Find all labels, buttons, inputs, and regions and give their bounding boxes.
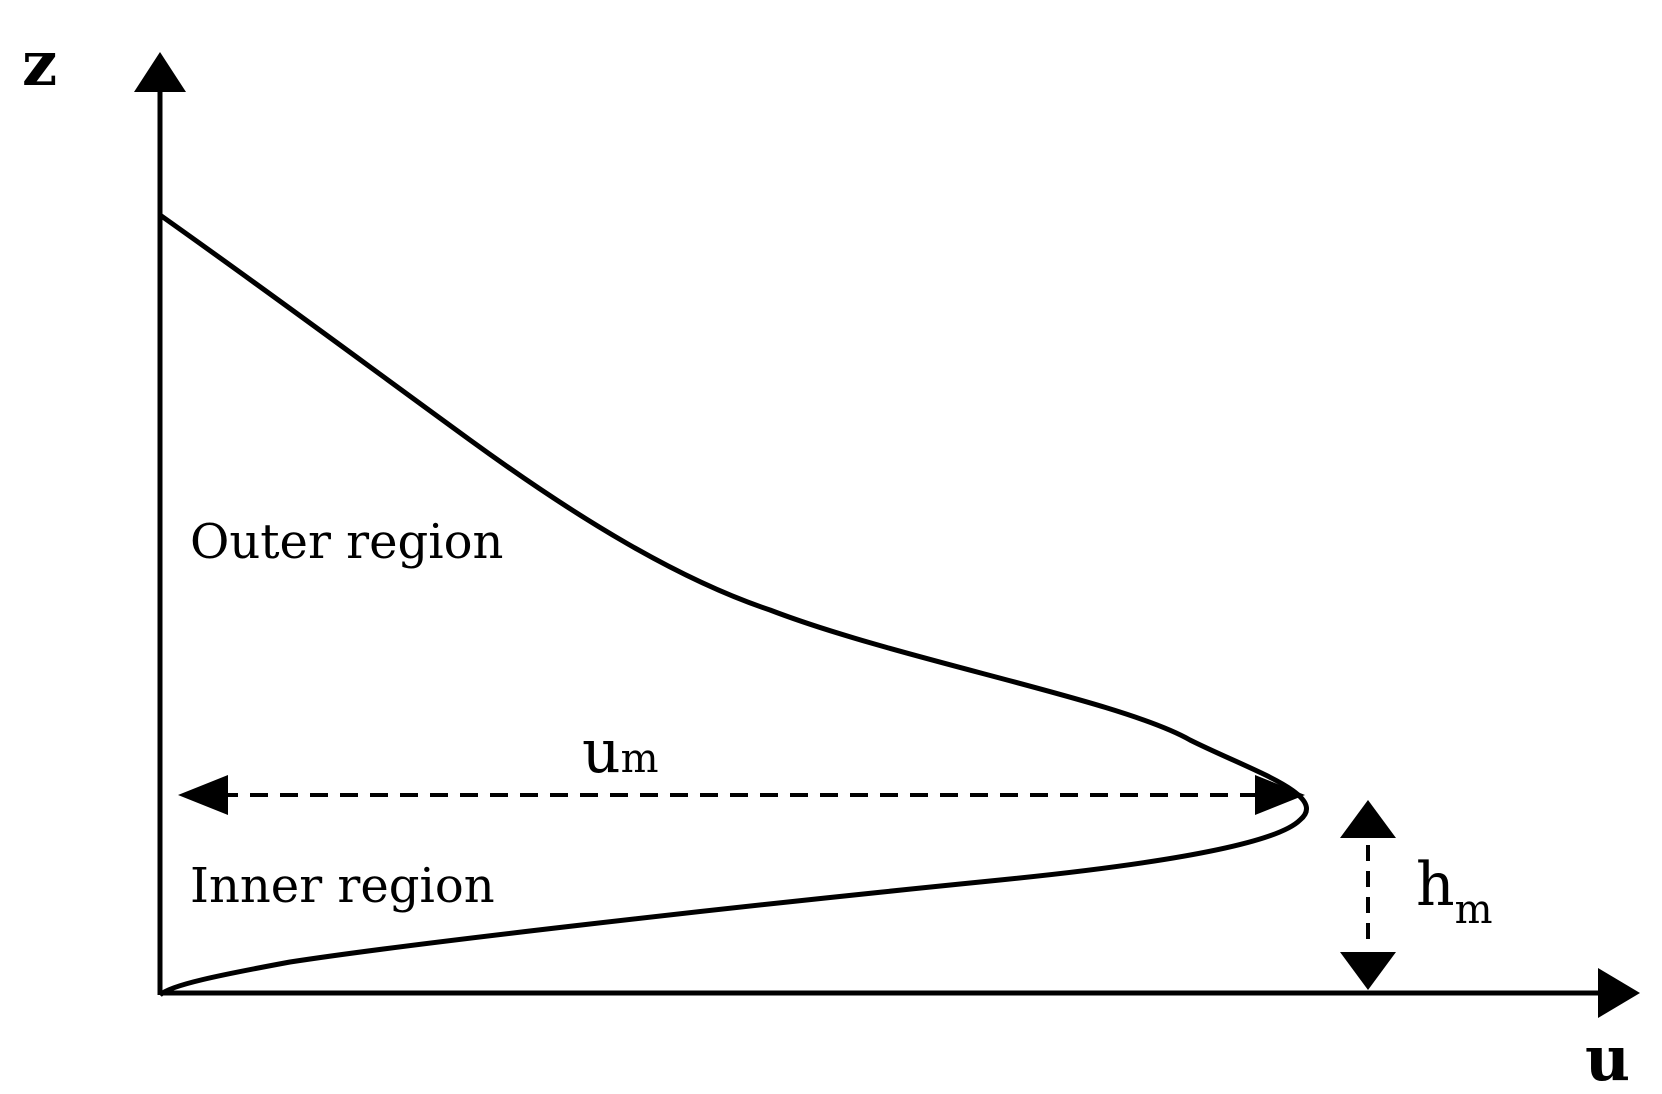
outer-region-label: Outer region (190, 514, 503, 570)
max-velocity-arrowhead-right (1255, 775, 1305, 815)
max-height-subscript: m (1455, 887, 1493, 933)
u-axis-label: u (1585, 1022, 1630, 1094)
z-axis-label: z (22, 27, 57, 100)
max-velocity-label: um (582, 717, 659, 787)
inner-region-label: Inner region (190, 858, 495, 914)
max-height-symbol: h (1416, 850, 1455, 920)
u-axis-arrowhead (1598, 968, 1640, 1018)
max-height-label: hm (1416, 850, 1493, 933)
velocity-profile-curve (158, 212, 1309, 997)
max-velocity-arrowhead-left (178, 775, 228, 815)
max-height-arrowhead-bottom (1340, 952, 1396, 990)
max-height-arrowhead-top (1340, 800, 1396, 838)
z-axis-arrowhead (134, 52, 186, 92)
max-velocity-subscript: m (621, 736, 659, 782)
max-velocity-symbol: u (582, 717, 621, 787)
